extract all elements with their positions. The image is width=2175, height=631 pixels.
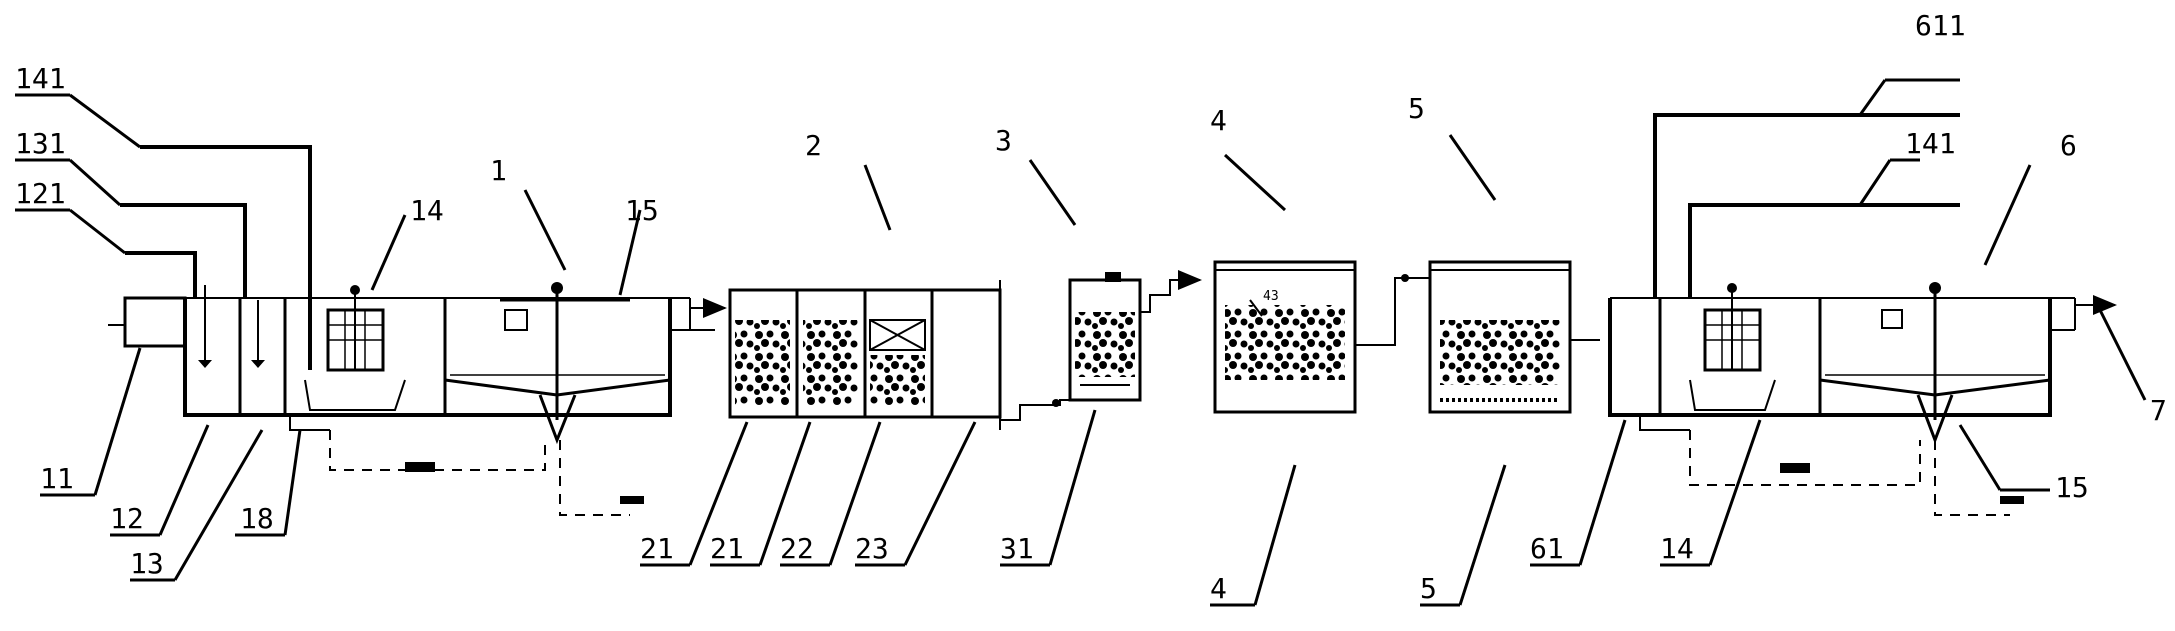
feed-line-611 (1653, 113, 1960, 298)
label-21-b: 21 (710, 532, 744, 565)
label-12: 12 (110, 502, 144, 535)
label-2: 2 (805, 129, 822, 162)
label-18: 18 (240, 502, 274, 535)
label-141-right: 141 (1905, 127, 1956, 160)
label-5-bottom: 5 (1420, 572, 1437, 605)
label-3: 3 (995, 124, 1012, 157)
label-1: 1 (490, 154, 507, 187)
label-121: 121 (15, 177, 66, 210)
label-4-bottom: 4 (1210, 572, 1227, 605)
label-22: 22 (780, 532, 814, 565)
label-23: 23 (855, 532, 889, 565)
label-14-left: 14 (410, 194, 444, 227)
label-14-right: 14 (1660, 532, 1694, 565)
label-5-top: 5 (1408, 92, 1425, 125)
feed-line-121 (125, 251, 197, 298)
unit-5-tank (1428, 260, 1600, 414)
label-131: 131 (15, 127, 66, 160)
feed-line-131 (120, 203, 247, 298)
label-15-left: 15 (625, 194, 659, 227)
label-21-a: 21 (640, 532, 674, 565)
tank-4 (1213, 260, 1357, 414)
label-611: 611 (1915, 9, 1966, 42)
label-11: 11 (40, 462, 74, 495)
inlet-box-11 (123, 296, 187, 348)
label-7: 7 (2150, 394, 2167, 427)
tank-5 (1428, 260, 1572, 414)
label-31: 31 (1000, 532, 1034, 565)
unit-3-column (1068, 270, 1202, 402)
label-15-right: 15 (2055, 471, 2089, 504)
main-tank-1 (183, 298, 672, 417)
label-43: 43 (1263, 289, 1279, 304)
label-6: 6 (2060, 129, 2077, 162)
unit-1-left-system (108, 145, 727, 516)
main-tank-6 (1608, 298, 2052, 417)
leader-lines (15, 78, 2147, 607)
labels: 141 131 121 11 12 13 18 14 1 15 2 3 4 5 … (15, 9, 2167, 605)
feed-line-141-right (1688, 203, 1960, 298)
unit-6-right-system (1608, 113, 2117, 516)
label-13: 13 (130, 547, 164, 580)
clarifier-cone-1 (444, 378, 671, 445)
unit-4-tank: 43 (1213, 260, 1430, 414)
label-141-left: 141 (15, 62, 66, 95)
label-4-top: 4 (1210, 104, 1227, 137)
label-61: 61 (1530, 532, 1564, 565)
unit-2-filter-tanks (728, 280, 1090, 430)
feed-line-141-left (140, 145, 312, 370)
